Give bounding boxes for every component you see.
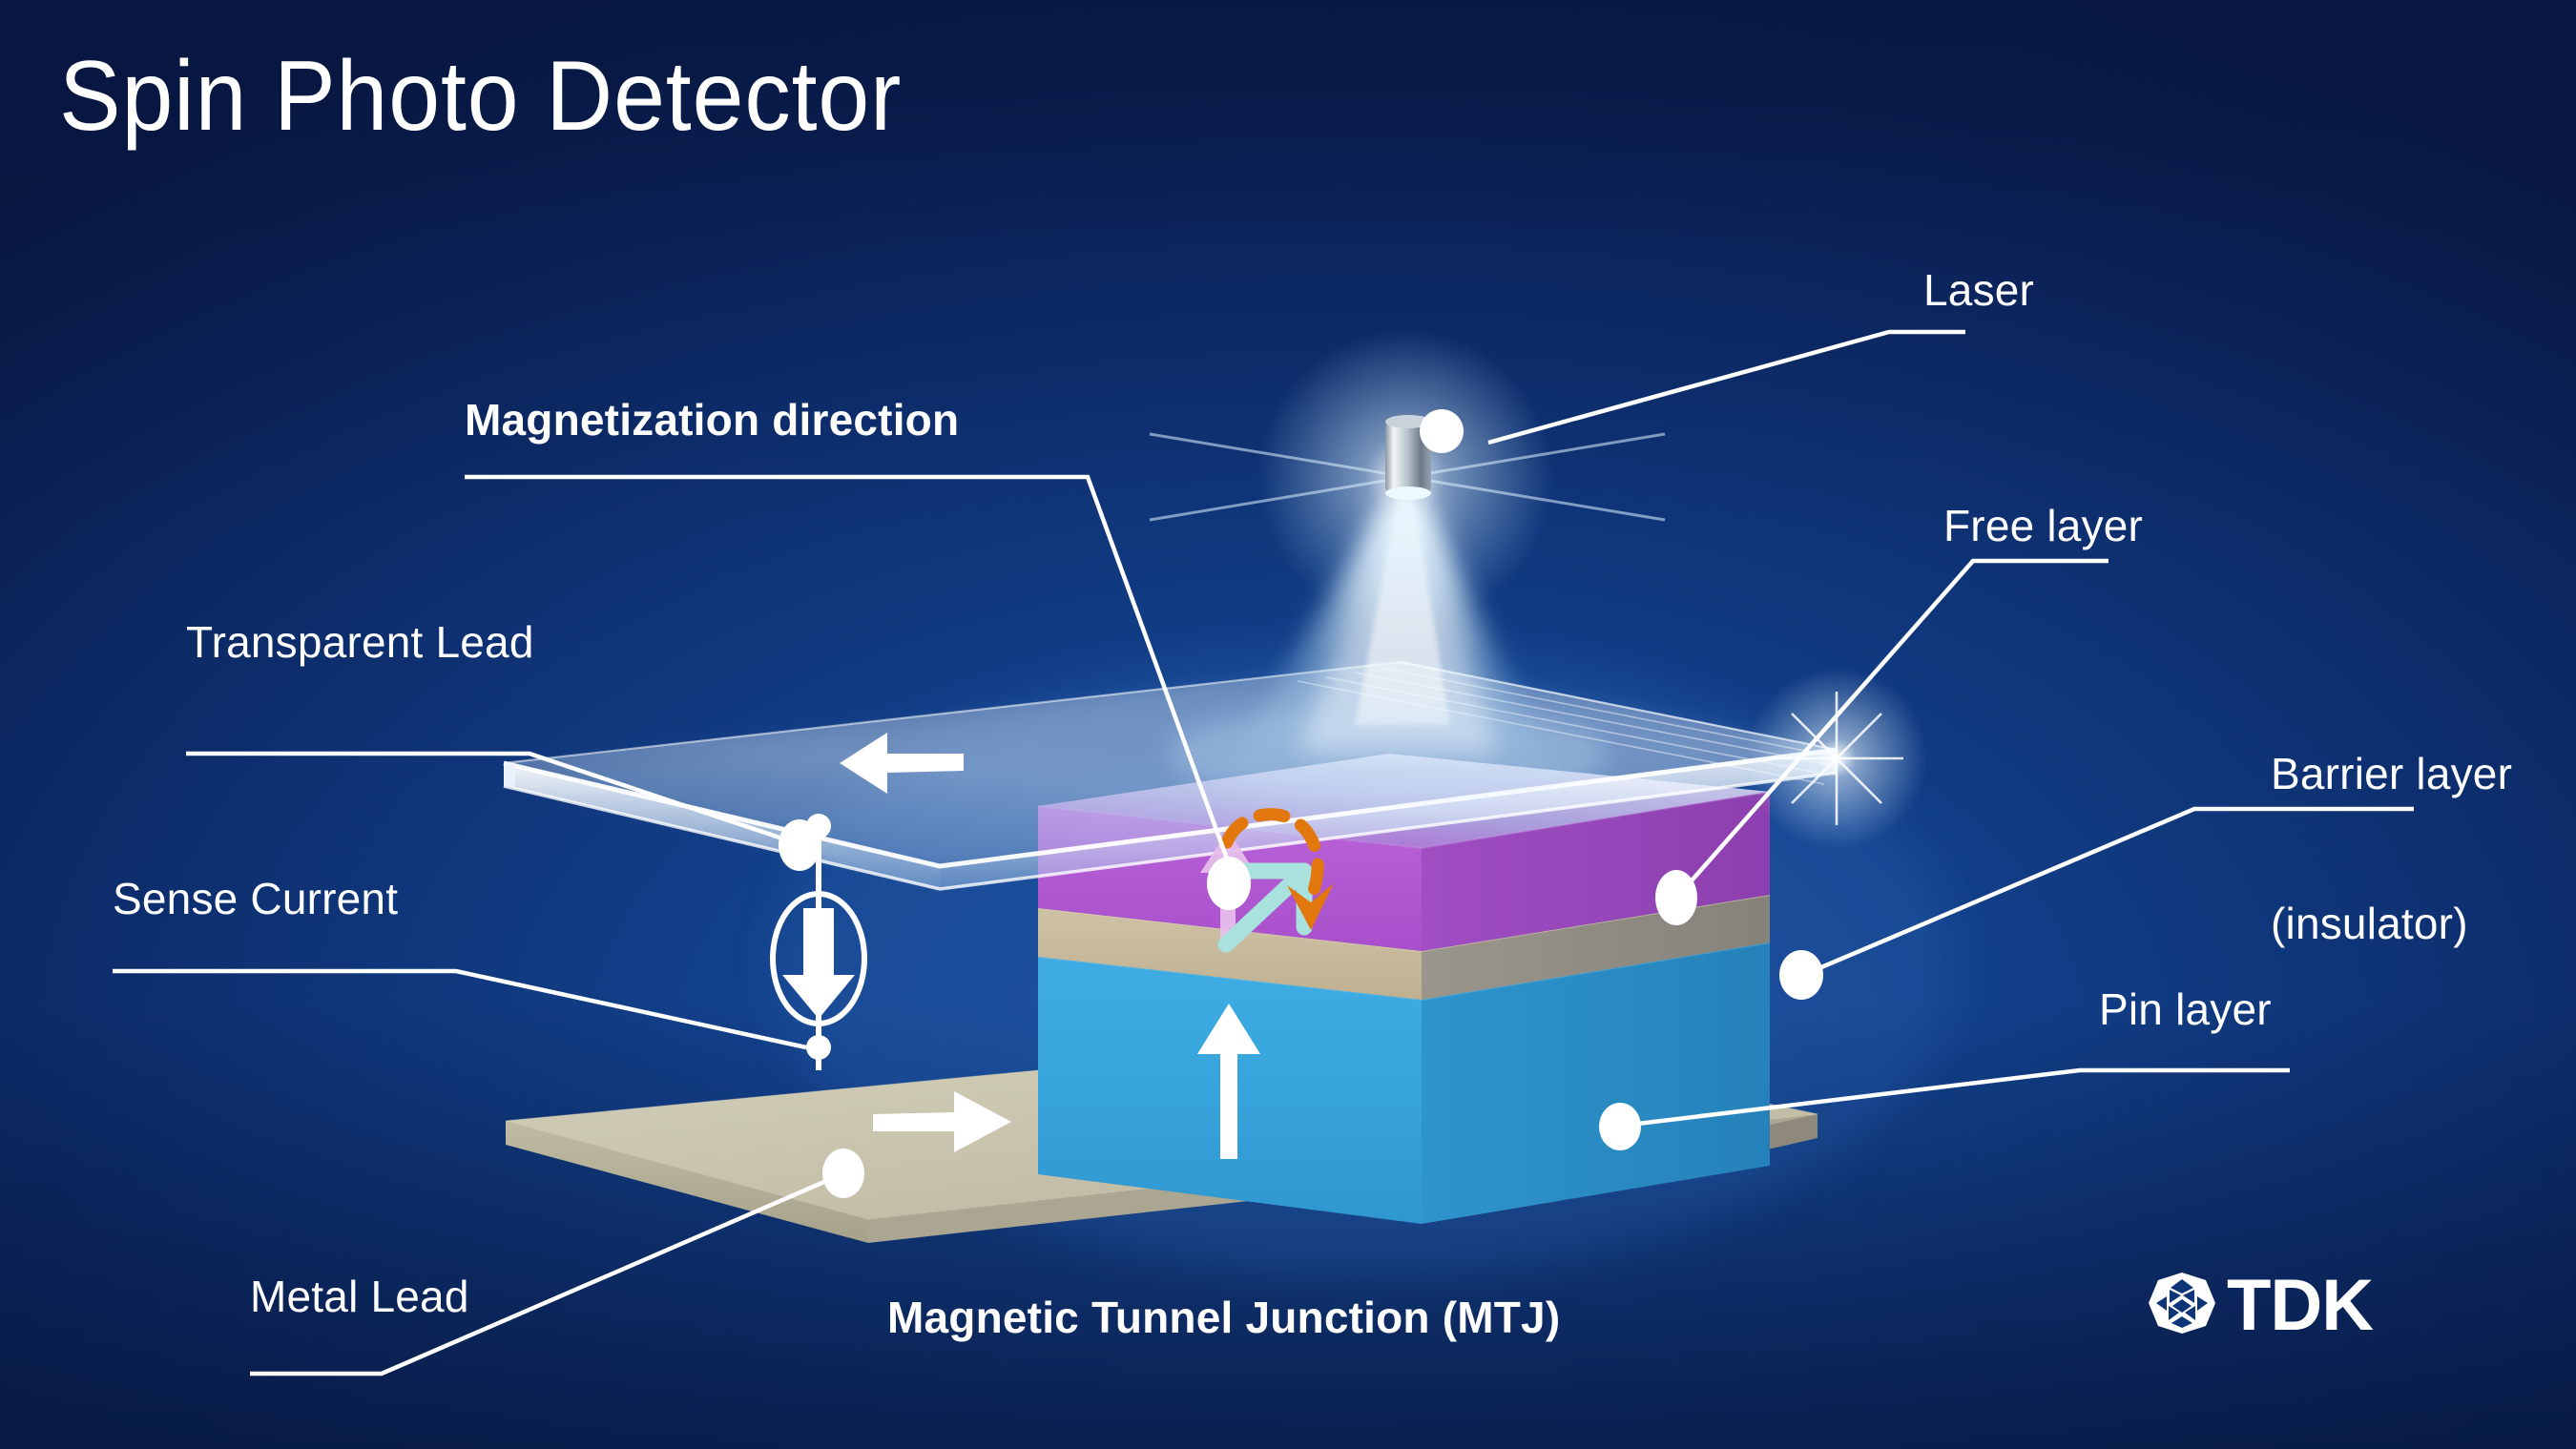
leader-barrier-layer [1807,806,2414,976]
dot-barrier-layer [1779,950,1823,1000]
label-free-layer: Free layer [1943,501,2144,550]
dot-transparent-lead [779,819,821,871]
pin-layer-magnetization-arrow [1197,1004,1260,1159]
leader-lines [113,329,2414,1377]
leader-free-layer [1677,558,2109,897]
metal-lead-current-arrow [873,1091,1011,1152]
leader-metal-lead [250,1172,841,1377]
leader-dots [779,409,1823,1198]
laser-body [1385,420,1431,494]
dot-metal-lead [822,1149,864,1198]
label-transparent-lead: Transparent Lead [186,617,534,667]
caption-mtj: Magnetic Tunnel Junction (MTJ) [887,1293,1561,1342]
label-pin-layer: Pin layer [2099,984,2272,1034]
leader-laser [1487,329,1965,445]
precession-arrowhead [1287,883,1334,930]
label-laser: Laser [1923,265,2035,315]
dot-free-layer [1655,870,1697,925]
tdk-gem-facets [2156,1279,2208,1328]
dot-laser [1420,409,1464,453]
label-barrier-layer-line1: Barrier layer [2271,748,2513,798]
leader-sense-current [113,968,807,1050]
precession-dashed-arrow [1220,808,1324,906]
dot-pin-layer [1599,1103,1641,1150]
transparent-lead-current-arrow [840,733,964,794]
label-metal-lead: Metal Lead [250,1272,469,1321]
label-barrier-layer: Barrier layer (insulator) [2271,649,2512,1049]
laser-emitter[interactable] [1149,329,1666,625]
tdk-wordmark: TDK [2227,1271,2374,1341]
dot-magnetization [1207,857,1251,910]
label-sense-current: Sense Current [113,874,399,923]
page-title: Spin Photo Detector [59,41,903,152]
label-magnetization-direction: Magnetization direction [465,395,960,445]
leader-pin-layer [1621,1067,2290,1128]
sense-current-symbol[interactable] [770,814,867,1070]
label-barrier-layer-line2: (insulator) [2271,899,2468,949]
tdk-logo[interactable]: TDK [2147,1271,2490,1341]
leader-transparent-lead [186,751,800,847]
current-direction-arrow [782,908,855,1019]
leader-magnetization [465,474,1231,862]
